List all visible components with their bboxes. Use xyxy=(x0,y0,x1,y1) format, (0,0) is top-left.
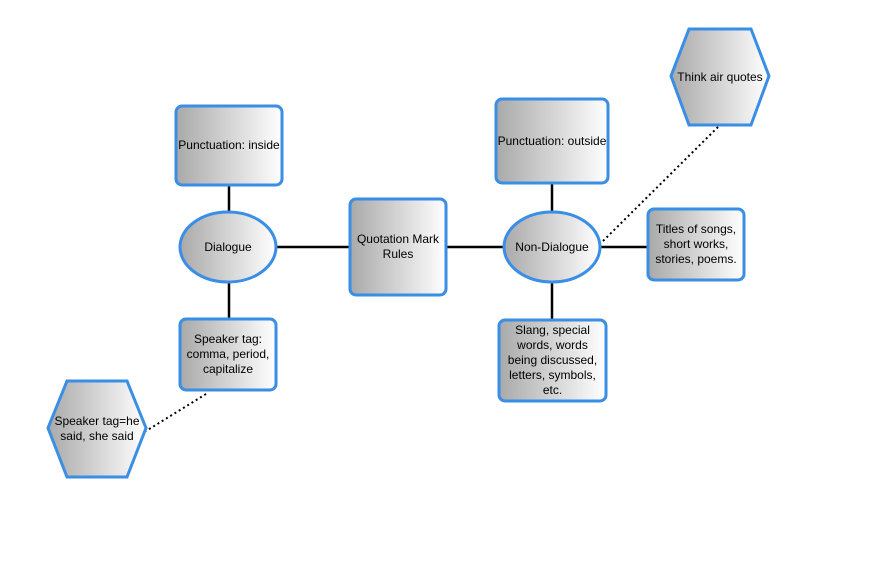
dialogue-node-label: Dialogue xyxy=(204,239,252,254)
center-node-label: Quotation Mark Rules xyxy=(356,232,440,261)
punctuation-inside-label: Punctuation: inside xyxy=(178,138,280,152)
air-quotes-shape xyxy=(669,27,771,127)
speaker-tag-shape xyxy=(178,317,278,392)
dialogue-node-shape xyxy=(178,210,278,284)
punctuation-outside-label: Punctuation: outside xyxy=(497,133,607,148)
speaker-note-shape xyxy=(46,379,148,479)
slang-label: Slang, special words, words being discus… xyxy=(507,323,598,397)
punctuation-outside-shape xyxy=(494,97,610,185)
punctuation-inside-shape xyxy=(174,104,284,187)
titles-label: Titles of songs, short works, stories, p… xyxy=(655,222,737,266)
nondialogue-node-label: Non-Dialogue xyxy=(515,239,589,254)
speaker-tag-label: Speaker tag: comma, period, capitalize xyxy=(186,332,270,376)
nondialogue-node-shape xyxy=(502,210,602,284)
speaker-note-label: Speaker tag=he said, she said xyxy=(54,414,140,443)
titles-shape xyxy=(646,207,746,282)
air-quotes-label: Think air quotes xyxy=(677,69,763,84)
dotted-connector-air-quotes xyxy=(602,126,719,242)
slang-shape xyxy=(497,318,608,403)
center-node-shape xyxy=(348,197,448,297)
dotted-connector-speaker-note xyxy=(145,393,207,432)
